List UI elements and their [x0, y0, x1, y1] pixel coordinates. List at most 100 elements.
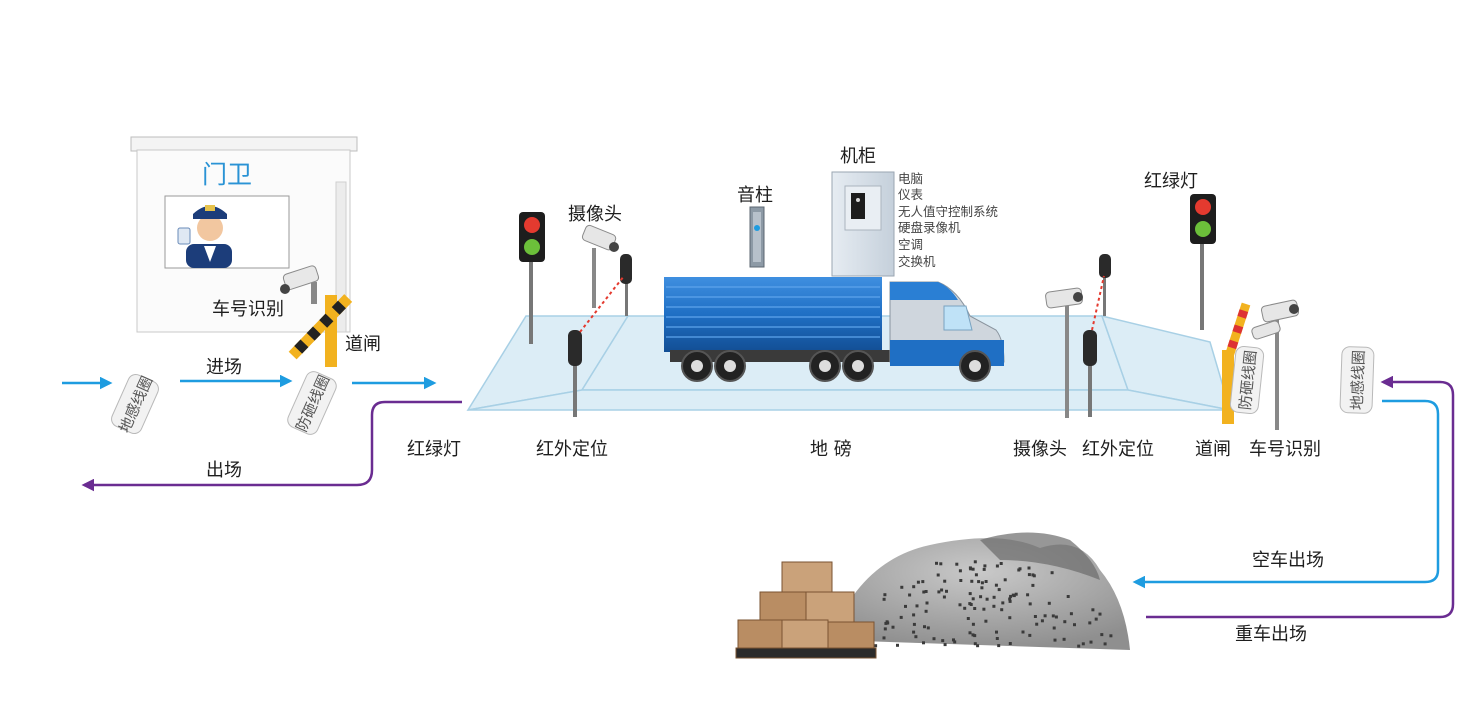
label-exit: 出场 — [206, 460, 242, 481]
speaker-column-icon — [749, 206, 765, 268]
pile-texture-dot — [924, 609, 928, 613]
pile-texture-dot — [945, 589, 948, 593]
pile-texture-dot — [1051, 614, 1055, 618]
pile-texture-dot — [926, 626, 930, 630]
pile-texture-dot — [937, 590, 941, 594]
pile-texture-dot — [974, 573, 978, 577]
pile-texture-dot — [1047, 601, 1051, 605]
pile-texture-dot — [1017, 568, 1021, 572]
plate-camera-right-icon — [1251, 299, 1300, 430]
pile-texture-dot — [1098, 612, 1102, 616]
barrier-gate-left-icon — [288, 294, 353, 367]
pile-texture-dot — [1008, 599, 1012, 603]
cabinet-item: 仪表 — [898, 187, 924, 202]
label-cabinet: 机柜 — [840, 146, 876, 167]
pile-texture-dot — [883, 593, 887, 597]
pile-texture-dot — [979, 595, 983, 599]
anti-smash-coil-right: 防砸线圈 — [1229, 346, 1265, 414]
pile-texture-dot — [982, 567, 986, 571]
cabinet-item: 电脑 — [898, 171, 923, 186]
pile-texture-dot — [968, 631, 972, 635]
pile-texture-dot — [1000, 608, 1004, 612]
pile-texture-dot — [883, 627, 887, 631]
camera-top-icon — [581, 224, 619, 308]
empty-exit-arrow — [1132, 399, 1440, 589]
label-loaded-exit: 重车出场 — [1235, 624, 1307, 645]
pile-texture-dot — [953, 640, 957, 644]
pile-texture-dot — [963, 606, 967, 610]
camera-right-icon — [1045, 287, 1083, 418]
loaded-exit-arrow — [1146, 375, 1455, 619]
label-barrier-right: 道闸 — [1195, 439, 1231, 460]
entry-flow-arrows — [62, 374, 437, 390]
material-pile-icon — [830, 532, 1130, 650]
anti-smash-coil-left: 防砸线圈 — [287, 371, 337, 435]
pile-texture-dot — [971, 597, 975, 601]
guardhouse-title: 门卫 — [202, 160, 252, 189]
label-plate-recognition-left: 车号识别 — [212, 299, 284, 320]
pile-texture-dot — [958, 603, 962, 607]
pile-texture-dot — [1033, 615, 1037, 618]
pile-texture-dot — [980, 581, 984, 585]
pile-texture-dot — [891, 625, 895, 629]
pile-texture-dot — [1054, 615, 1058, 619]
pile-texture-dot — [885, 620, 889, 624]
pile-texture-dot — [1094, 617, 1098, 621]
label-empty-exit: 空车出场 — [1252, 550, 1324, 571]
pile-texture-dot — [1008, 597, 1012, 601]
pile-texture-dot — [973, 634, 977, 638]
pile-texture-dot — [1052, 626, 1056, 630]
pile-texture-dot — [980, 586, 984, 590]
label-weighbridge: 地 磅 — [810, 439, 852, 460]
pile-texture-dot — [1027, 573, 1031, 577]
pile-texture-dot — [984, 619, 988, 623]
ground-coil-right: 地感线圈 — [1339, 346, 1375, 414]
pile-texture-dot — [995, 564, 999, 568]
pile-texture-dot — [970, 579, 974, 583]
pile-texture-dot — [958, 569, 962, 573]
pile-texture-dot — [1063, 620, 1067, 624]
pile-texture-dot — [1031, 583, 1035, 587]
pile-texture-dot — [935, 561, 938, 565]
pile-texture-dot — [955, 562, 959, 566]
pile-texture-dot — [1008, 616, 1012, 620]
control-cabinet-icon — [831, 171, 895, 277]
cargo-boxes-icon — [735, 561, 877, 659]
infrared-sensor-right-icon — [1083, 254, 1111, 417]
pile-texture-dot — [882, 597, 886, 601]
pile-texture-dot — [923, 625, 926, 629]
label-entry: 进场 — [206, 357, 242, 378]
pile-texture-dot — [982, 607, 986, 611]
pile-texture-dot — [1035, 622, 1039, 626]
cabinet-item: 无人值守控制系统 — [898, 204, 998, 219]
pile-texture-dot — [912, 613, 916, 617]
pile-texture-dot — [1089, 640, 1093, 644]
label-traffic-light-left: 红绿灯 — [407, 439, 461, 460]
guardhouse — [130, 136, 358, 333]
pile-texture-dot — [984, 580, 988, 583]
pile-texture-dot — [1040, 619, 1044, 623]
pile-texture-dot — [1009, 594, 1013, 598]
exit-flow-arrow — [81, 400, 462, 492]
pile-texture-dot — [997, 588, 1001, 592]
pile-texture-dot — [908, 593, 912, 597]
pile-texture-dot — [1069, 612, 1073, 616]
pile-texture-dot — [973, 642, 977, 646]
pile-texture-dot — [1081, 642, 1085, 646]
pile-texture-dot — [968, 592, 972, 596]
pile-texture-dot — [992, 595, 996, 599]
cabinet-item: 硬盘录像机 — [898, 220, 961, 235]
pile-texture-dot — [973, 607, 977, 610]
pile-texture-dot — [973, 560, 977, 564]
pile-texture-dot — [936, 573, 940, 577]
pile-texture-dot — [915, 604, 919, 608]
pile-texture-dot — [914, 635, 918, 639]
ground-coil-left: 地感线圈 — [111, 373, 159, 435]
pile-texture-dot — [1027, 566, 1031, 570]
pile-texture-dot — [916, 580, 920, 584]
pile-texture-dot — [1103, 642, 1107, 646]
pile-texture-dot — [922, 641, 925, 645]
label-barrier-left: 道闸 — [345, 334, 381, 355]
pile-texture-dot — [899, 615, 903, 619]
pile-texture-dot — [999, 562, 1003, 565]
